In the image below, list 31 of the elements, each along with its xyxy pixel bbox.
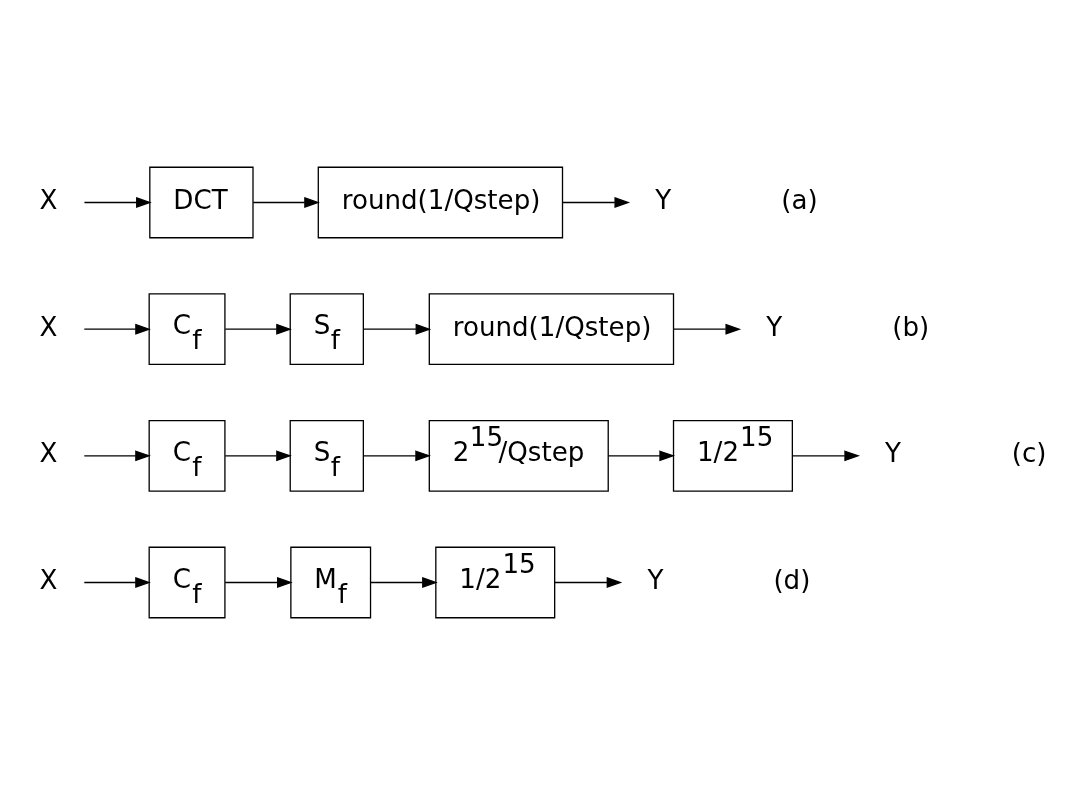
label: (a) bbox=[781, 185, 818, 216]
arrow bbox=[224, 323, 292, 335]
arrow bbox=[554, 577, 623, 588]
node-text: X bbox=[39, 438, 58, 469]
node-text: Y bbox=[647, 565, 664, 596]
arrow bbox=[362, 450, 431, 462]
label: (c) bbox=[1011, 438, 1047, 469]
label: (d) bbox=[773, 565, 811, 596]
node-text: X bbox=[39, 185, 58, 216]
arrow bbox=[369, 577, 438, 588]
arrow bbox=[224, 577, 293, 588]
arrow bbox=[224, 450, 292, 462]
node-text: X bbox=[39, 311, 58, 342]
arrow bbox=[252, 197, 320, 208]
arrow bbox=[83, 450, 151, 462]
arrow bbox=[83, 197, 152, 208]
arrow bbox=[83, 323, 151, 335]
arrow bbox=[83, 577, 151, 588]
arrow bbox=[363, 323, 432, 335]
node-text: X bbox=[39, 565, 58, 596]
arrow bbox=[607, 450, 676, 462]
node-text: Y bbox=[885, 438, 902, 469]
arrow bbox=[561, 197, 631, 208]
node-text: Y bbox=[766, 311, 783, 342]
node-box: round(1/Qstep) bbox=[317, 166, 564, 239]
arrow bbox=[672, 323, 742, 335]
arrow bbox=[791, 450, 861, 462]
node-box: DCT bbox=[149, 166, 254, 239]
label: (b) bbox=[892, 311, 930, 342]
node-text: Y bbox=[655, 185, 672, 216]
node-box: round(1/Qstep) bbox=[428, 293, 675, 366]
